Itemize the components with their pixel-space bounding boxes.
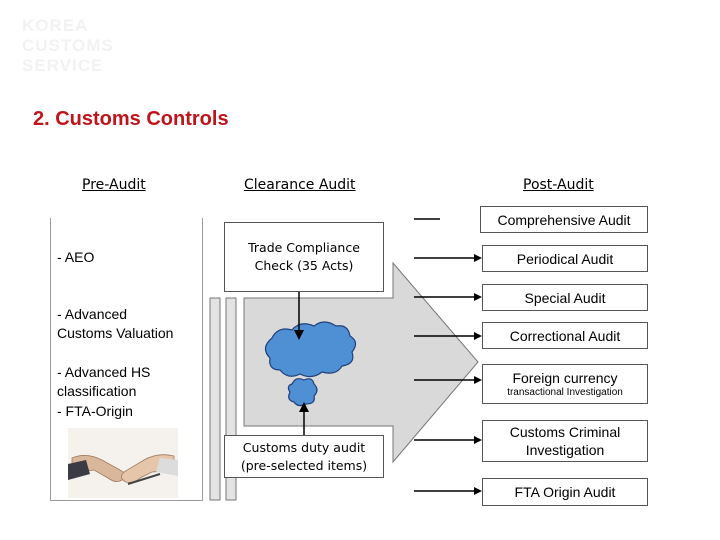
flow-bar-1 [209, 297, 221, 501]
post-audit-box-label: Foreign currency [512, 370, 618, 386]
section-title: 2. Customs Controls [33, 108, 229, 130]
arrowhead-5 [474, 376, 482, 384]
customs-duty-audit-box: Customs duty audit (pre-selected items) [224, 435, 384, 478]
post-audit-box-label: Correctional Audit [509, 327, 621, 344]
pre-audit-item-valuation: - Advanced Customs Valuation [57, 286, 173, 343]
post-audit-box-special: Special Audit [482, 284, 648, 311]
post-audit-box-label: Comprehensive Audit [497, 211, 631, 228]
connector-bottom-arrowhead [299, 402, 309, 412]
pre-audit-item-label: - Advanced Customs Valuation [57, 306, 174, 341]
pre-audit-header: Pre-Audit [82, 177, 146, 193]
pre-audit-item-label: - Advanced HS classification [57, 364, 151, 399]
pre-audit-item-label: - FTA-Origin [57, 403, 133, 419]
cloud-large [264, 321, 357, 378]
post-audit-box-periodical: Periodical Audit [482, 245, 648, 272]
arrowhead-4 [474, 332, 482, 340]
clearance-audit-header: Clearance Audit [244, 177, 356, 193]
post-audit-box-foreign-currency: Foreign currency transactional Investiga… [482, 364, 648, 404]
pre-audit-item-fta: - FTA-Origin [57, 402, 133, 421]
trade-compliance-box: Trade Compliance Check (35 Acts) [224, 222, 384, 292]
pre-audit-item-label: - AEO [57, 249, 95, 265]
arrowhead-6 [474, 436, 482, 444]
arrowhead-2 [474, 254, 482, 262]
cloud-small [287, 378, 318, 407]
pre-audit-item-hs: - Advanced HS classification [57, 344, 150, 401]
logo: KOREA CUSTOMS SERVICE [22, 16, 182, 76]
logo-line1: KOREA CUSTOMS [22, 16, 114, 55]
post-audit-arrows [414, 218, 474, 492]
handshake-image [68, 428, 178, 498]
post-audit-box-criminal: Customs Criminal Investigation [482, 420, 648, 462]
post-audit-box-fta-origin: FTA Origin Audit [482, 478, 648, 506]
arrowhead-3 [474, 293, 482, 301]
post-audit-arrowheads [474, 254, 482, 495]
post-audit-box-label: Customs Criminal Investigation [509, 424, 621, 458]
post-audit-header: Post-Audit [523, 177, 594, 193]
pre-audit-item-aeo: - AEO [57, 248, 94, 267]
post-audit-box-correctional: Correctional Audit [482, 322, 648, 349]
arrowhead-7 [474, 487, 482, 495]
big-arrow [243, 261, 479, 464]
post-audit-box-label: FTA Origin Audit [514, 484, 616, 500]
flow-bar-2 [225, 297, 237, 501]
post-audit-box-label: Periodical Audit [516, 250, 614, 267]
logo-line2: SERVICE [22, 56, 104, 75]
post-audit-box-label: Special Audit [524, 289, 606, 306]
post-audit-box-sublabel: transactional Investigation [507, 387, 623, 398]
connector-top-arrowhead [294, 330, 304, 340]
post-audit-box-comprehensive: Comprehensive Audit [480, 206, 648, 233]
